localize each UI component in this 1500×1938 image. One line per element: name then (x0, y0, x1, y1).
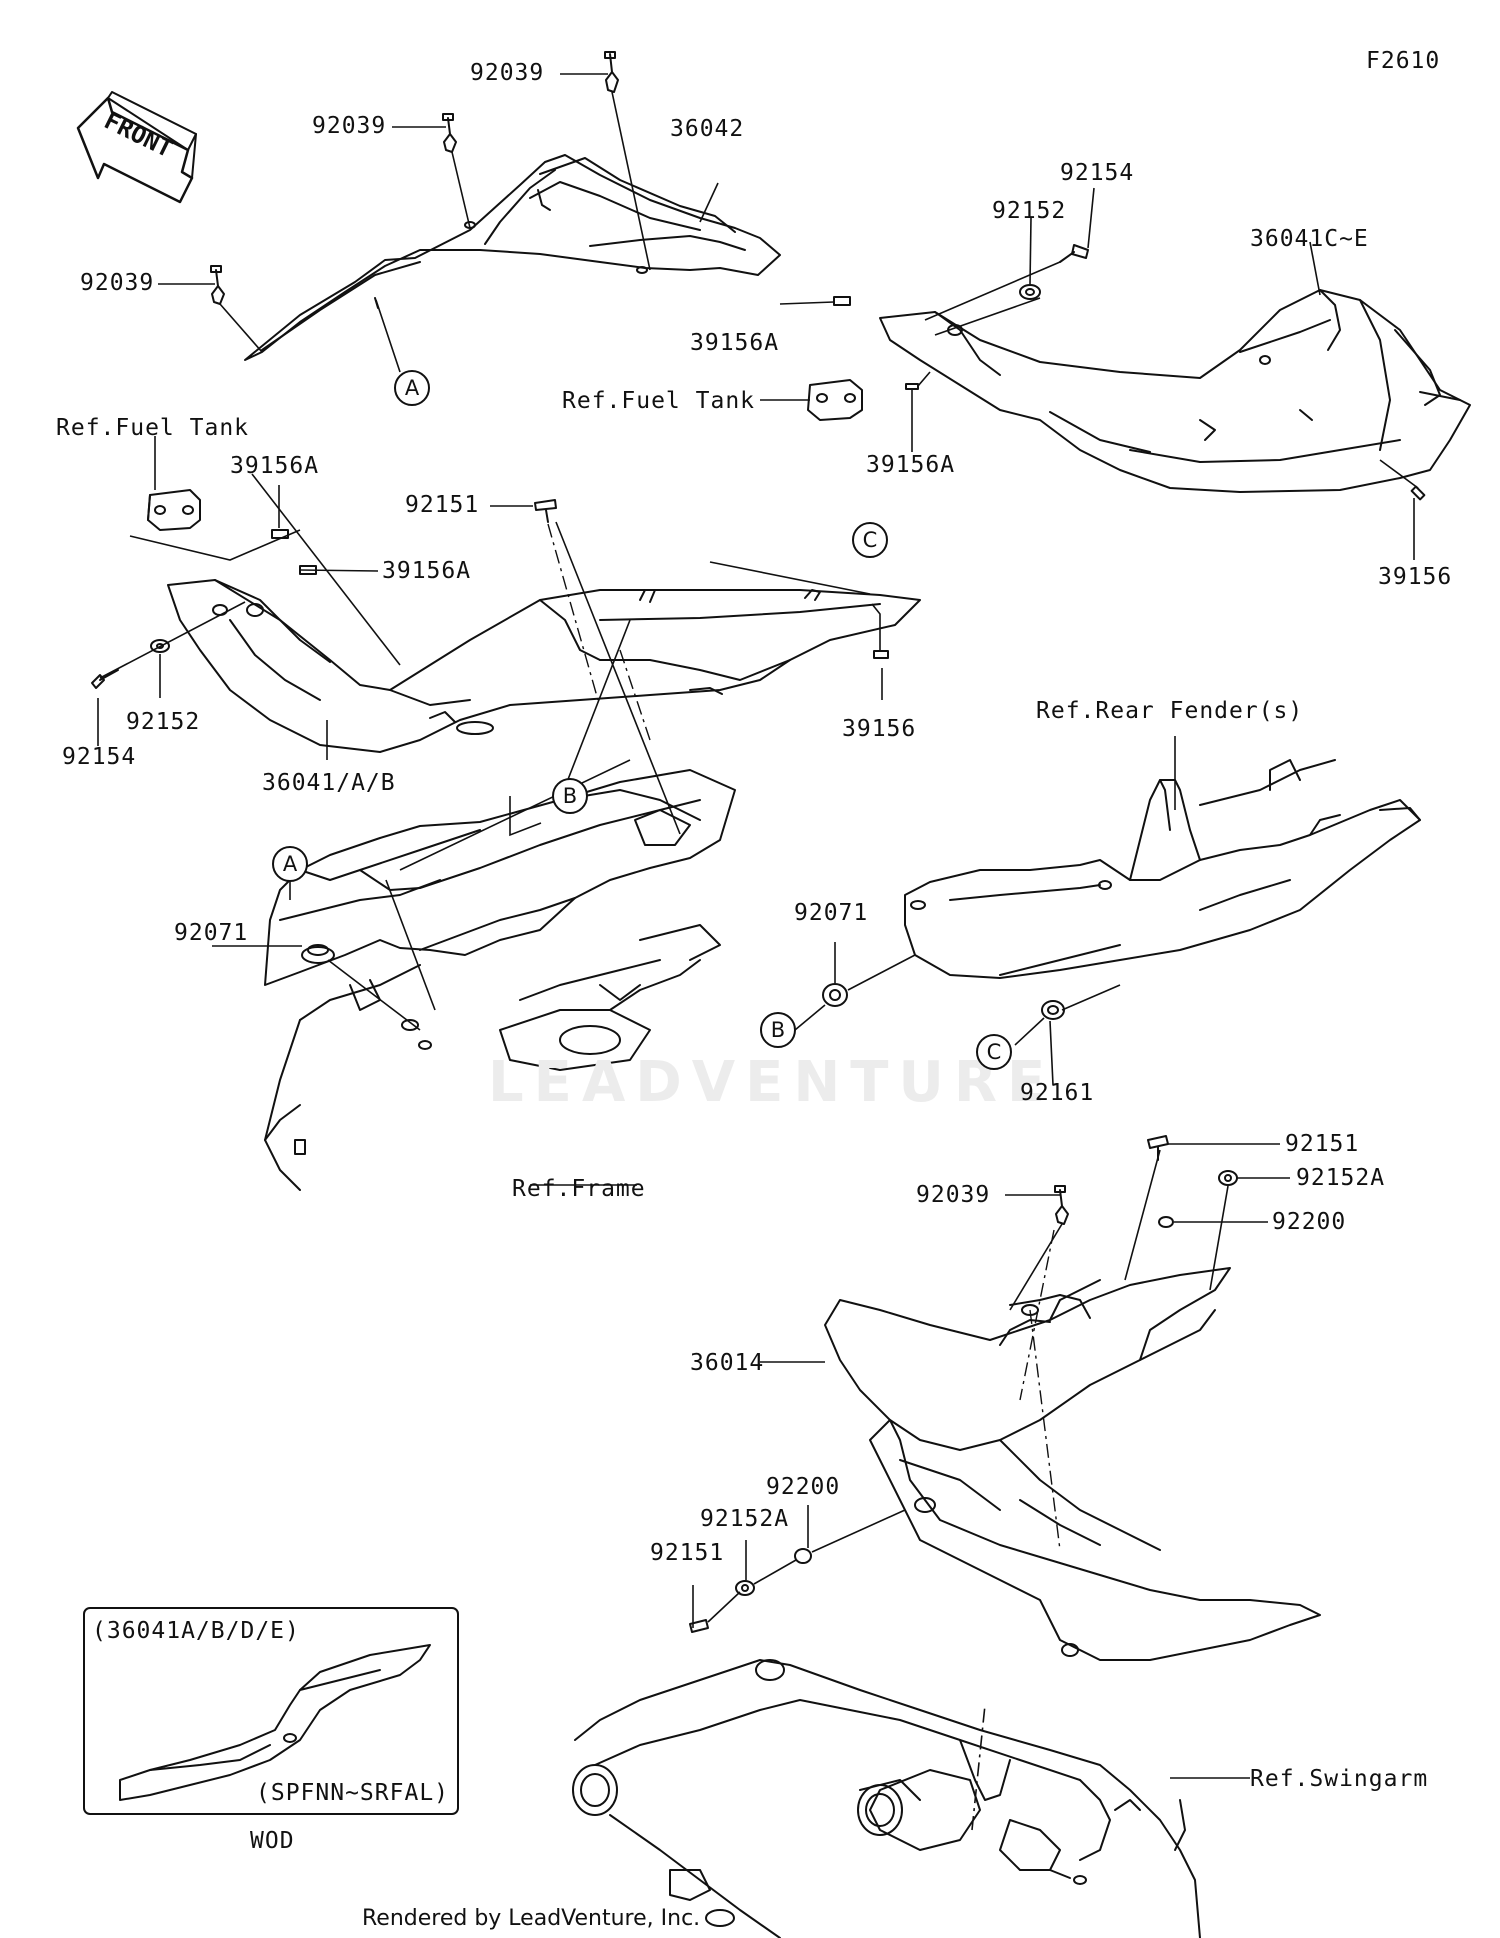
inset-box (83, 1607, 459, 1815)
part-92071-left[interactable]: 92071 (174, 920, 249, 946)
inset-bottom-label: (SPFNN~SRFAL) (256, 1780, 450, 1806)
part-39156a-left-mid[interactable]: 39156A (382, 558, 472, 584)
part-92154-left[interactable]: 92154 (62, 744, 137, 770)
part-36014[interactable]: 36014 (690, 1350, 765, 1376)
part-39156-right[interactable]: 39156 (1378, 564, 1453, 590)
ref-fuel-tank-top: Ref.Fuel Tank (562, 388, 756, 414)
part-92071-right[interactable]: 92071 (794, 900, 869, 926)
callout-a-frame: A (272, 846, 308, 882)
assembly-lines (547, 523, 1061, 1551)
seat-cowl-frame-36042 (244, 154, 781, 361)
part-92151-top[interactable]: 92151 (405, 492, 480, 518)
frame-illustration (264, 769, 736, 1191)
callout-b-left: B (552, 778, 588, 814)
part-92152a-bottom[interactable]: 92152A (700, 1506, 790, 1532)
callout-c-right: C (976, 1034, 1012, 1070)
fuel-tank-ref-top (807, 379, 863, 421)
fasteners (91, 51, 1426, 1633)
part-92039-right[interactable]: 92039 (916, 1182, 991, 1208)
callout-c-top: C (852, 522, 888, 558)
rear-cover-36014 (824, 1267, 1321, 1661)
part-92152-left[interactable]: 92152 (126, 709, 201, 735)
part-36041-ab[interactable]: 36041/A/B (262, 770, 396, 796)
ref-swingarm: Ref.Swingarm (1250, 1766, 1429, 1792)
side-cover-left-36041AB (167, 579, 921, 753)
part-92161[interactable]: 92161 (1020, 1080, 1095, 1106)
fuel-tank-ref-left (147, 489, 201, 531)
front-label: FRONT (100, 106, 177, 163)
inset-caption: WOD (250, 1828, 295, 1854)
callout-b-right: B (760, 1012, 796, 1048)
part-39156-left[interactable]: 39156 (842, 716, 917, 742)
rear-fender-illustration (904, 759, 1421, 979)
leader-lines (97, 73, 1419, 1831)
part-92154-top[interactable]: 92154 (1060, 160, 1135, 186)
ref-fuel-tank-left: Ref.Fuel Tank (56, 415, 250, 441)
inset-top-label: (36041A/B/D/E) (92, 1618, 300, 1644)
ref-rear-fender: Ref.Rear Fender(s) (1036, 698, 1304, 724)
swingarm-illustration (572, 1659, 1201, 1938)
part-39156a-left[interactable]: 39156A (230, 453, 320, 479)
part-39156a-top[interactable]: 39156A (690, 330, 780, 356)
part-92039-top[interactable]: 92039 (470, 60, 545, 86)
part-92039-upper-left[interactable]: 92039 (312, 113, 387, 139)
footer-credit: Rendered by LeadVenture, Inc. (362, 1906, 701, 1931)
part-36041-ce[interactable]: 36041C~E (1250, 226, 1369, 252)
part-92200-right[interactable]: 92200 (1272, 1209, 1347, 1235)
part-92152-top[interactable]: 92152 (992, 198, 1067, 224)
part-92152a-right[interactable]: 92152A (1296, 1165, 1386, 1191)
ref-frame: Ref.Frame (512, 1176, 646, 1202)
part-92151-bottom[interactable]: 92151 (650, 1540, 725, 1566)
callout-a-top: A (394, 370, 430, 406)
part-39156a-top-lower[interactable]: 39156A (866, 452, 956, 478)
part-92200-bottom[interactable]: 92200 (766, 1474, 841, 1500)
part-92039-left[interactable]: 92039 (80, 270, 155, 296)
watermark: LEADVENTURE (488, 1050, 1056, 1115)
front-arrow-icon (76, 91, 197, 204)
part-36042[interactable]: 36042 (670, 116, 745, 142)
diagram-id: F2610 (1366, 48, 1441, 74)
part-92151-right[interactable]: 92151 (1285, 1131, 1360, 1157)
